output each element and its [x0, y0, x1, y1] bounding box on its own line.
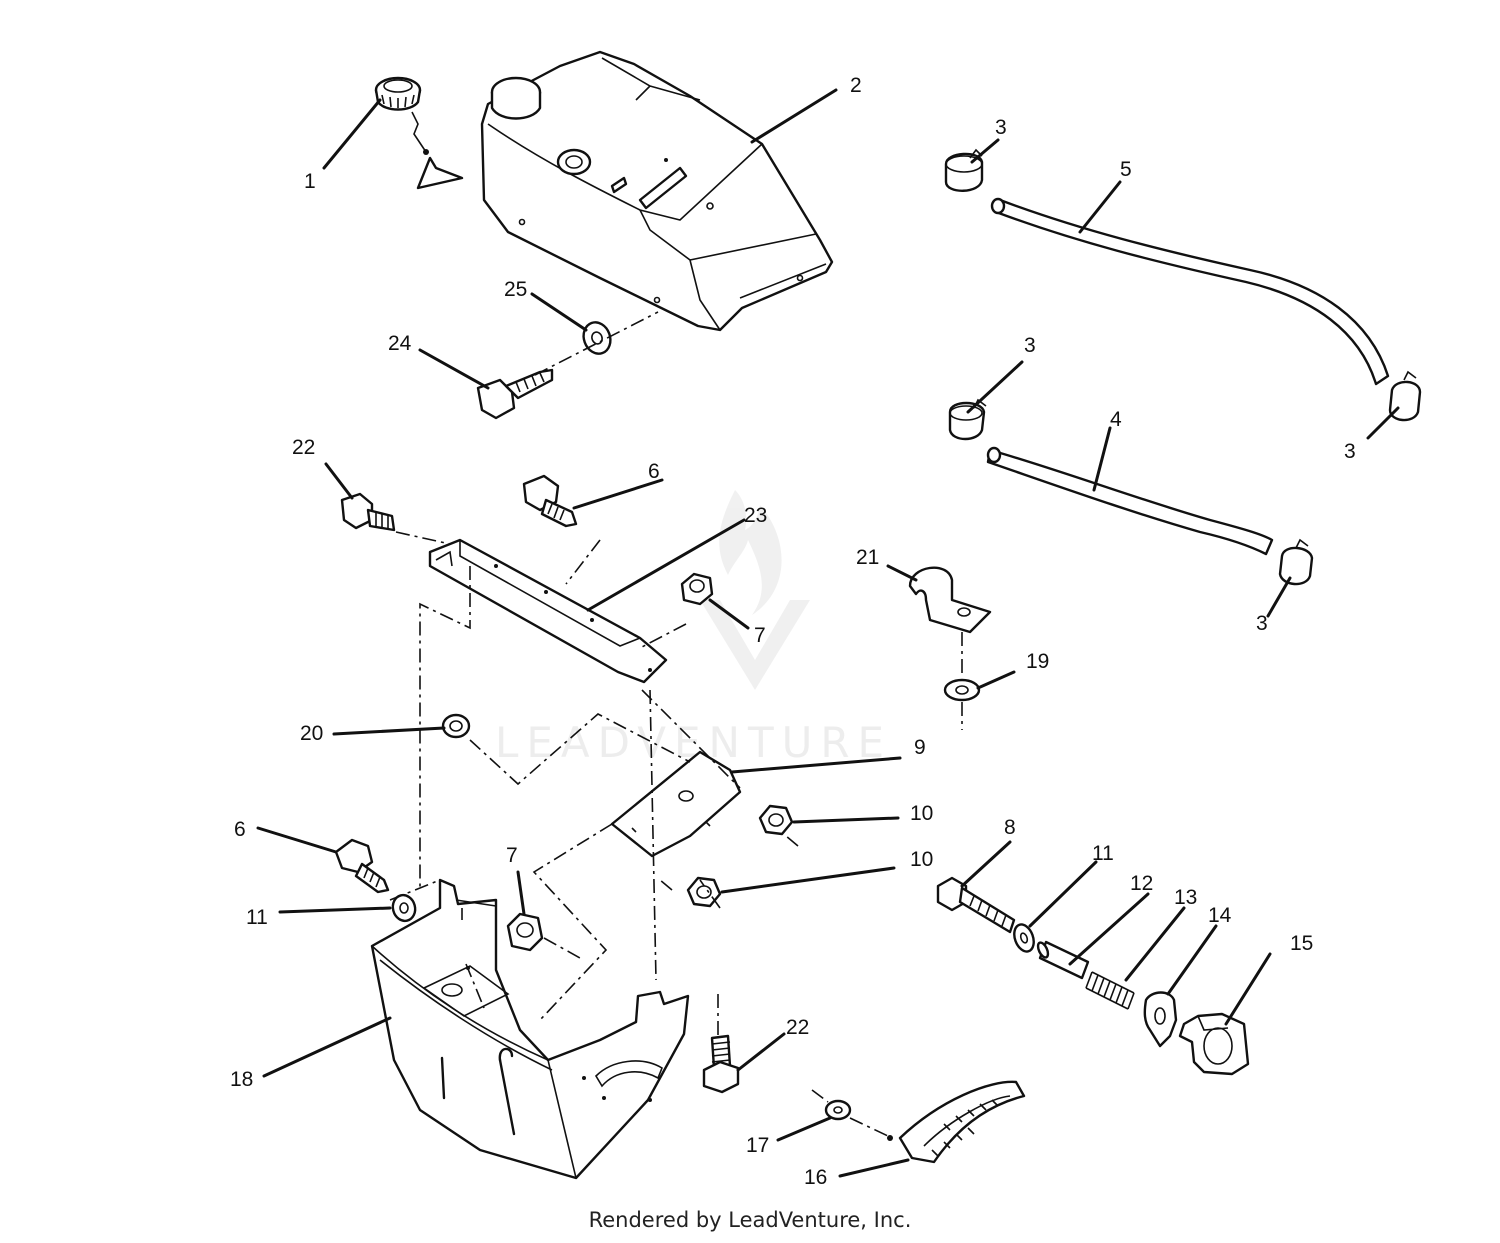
callout-22a: 22: [292, 436, 315, 459]
callout-labels: 1 2 3 5 3 3 4 3 25 24 22 6 23 7 21 19 20…: [230, 74, 1356, 1189]
hose-clamp-3a: [944, 148, 984, 192]
bolt-6-lower: [334, 838, 390, 894]
spacer-12: [1036, 940, 1090, 980]
callout-14: 14: [1208, 904, 1232, 927]
callout-4: 4: [1110, 408, 1122, 431]
callout-6b: 6: [234, 818, 246, 841]
bolt-24: [476, 368, 554, 420]
spring-13: [1085, 971, 1135, 1010]
callout-10a: 10: [910, 802, 933, 825]
callout-3c: 3: [1024, 334, 1036, 357]
callout-22b: 22: [786, 1016, 809, 1039]
assembly-lines: [389, 311, 963, 1137]
callout-3b: 3: [1344, 440, 1356, 463]
callout-19: 19: [1026, 650, 1049, 673]
callout-15: 15: [1290, 932, 1313, 955]
hose-clamp-3d: [1278, 538, 1314, 586]
callout-11a: 11: [246, 906, 268, 929]
callout-9: 9: [914, 736, 926, 759]
bolt-22-upper: [340, 492, 396, 532]
callout-7a: 7: [754, 624, 766, 647]
fuel-tank: [480, 50, 834, 332]
callout-18: 18: [230, 1068, 253, 1091]
leadventure-watermark: LEADVENTURE: [495, 490, 892, 767]
nut-7-upper: [680, 572, 714, 606]
callout-24: 24: [388, 332, 412, 355]
washer-19: [943, 678, 981, 702]
callout-11b: 11: [1092, 842, 1114, 865]
callout-6a: 6: [648, 460, 660, 483]
callout-3a: 3: [995, 116, 1007, 139]
callout-25: 25: [504, 278, 527, 301]
plate-9: [610, 750, 742, 858]
leader-lines: [256, 88, 1400, 1178]
bolt-6-upper: [522, 474, 578, 528]
selector-plate-16: [887, 1080, 1026, 1164]
callout-20: 20: [300, 722, 323, 745]
washer-25: [582, 321, 612, 355]
nut-7-lower: [506, 912, 544, 952]
bracket-23: [428, 538, 668, 684]
callout-2: 2: [850, 74, 862, 97]
bolt-8: [936, 876, 1016, 934]
callout-5: 5: [1120, 158, 1132, 181]
callout-3d: 3: [1256, 612, 1268, 635]
callout-8: 8: [1004, 816, 1016, 839]
callout-10b: 10: [910, 848, 933, 871]
dash-panel-18: [370, 878, 690, 1180]
callout-23: 23: [744, 504, 767, 527]
callout-16: 16: [804, 1166, 827, 1189]
grommet-20: [441, 713, 471, 739]
lever-block-15: [1178, 1012, 1250, 1076]
nut-10-upper: [758, 804, 794, 836]
callout-21: 21: [856, 546, 879, 569]
fuel-line-clip-21: [908, 566, 992, 634]
callout-17: 17: [746, 1134, 769, 1157]
bolt-22-lower: [702, 1034, 740, 1094]
clip-14: [1143, 991, 1178, 1048]
watermark-text: LEADVENTURE: [495, 718, 892, 767]
washer-11-right: [1013, 923, 1035, 953]
callout-1: 1: [304, 170, 316, 193]
hose-clamp-3c: [948, 398, 987, 441]
washer-17: [824, 1099, 852, 1121]
fuel-hose-5: [990, 197, 1390, 386]
footer-credit: Rendered by LeadVenture, Inc.: [588, 1208, 912, 1232]
fuel-hose-4: [986, 446, 1274, 556]
callout-7b: 7: [506, 844, 518, 867]
callout-13: 13: [1174, 886, 1197, 909]
washer-11-left: [391, 893, 417, 923]
fuel-cap: [374, 76, 464, 190]
callout-12: 12: [1130, 872, 1153, 895]
